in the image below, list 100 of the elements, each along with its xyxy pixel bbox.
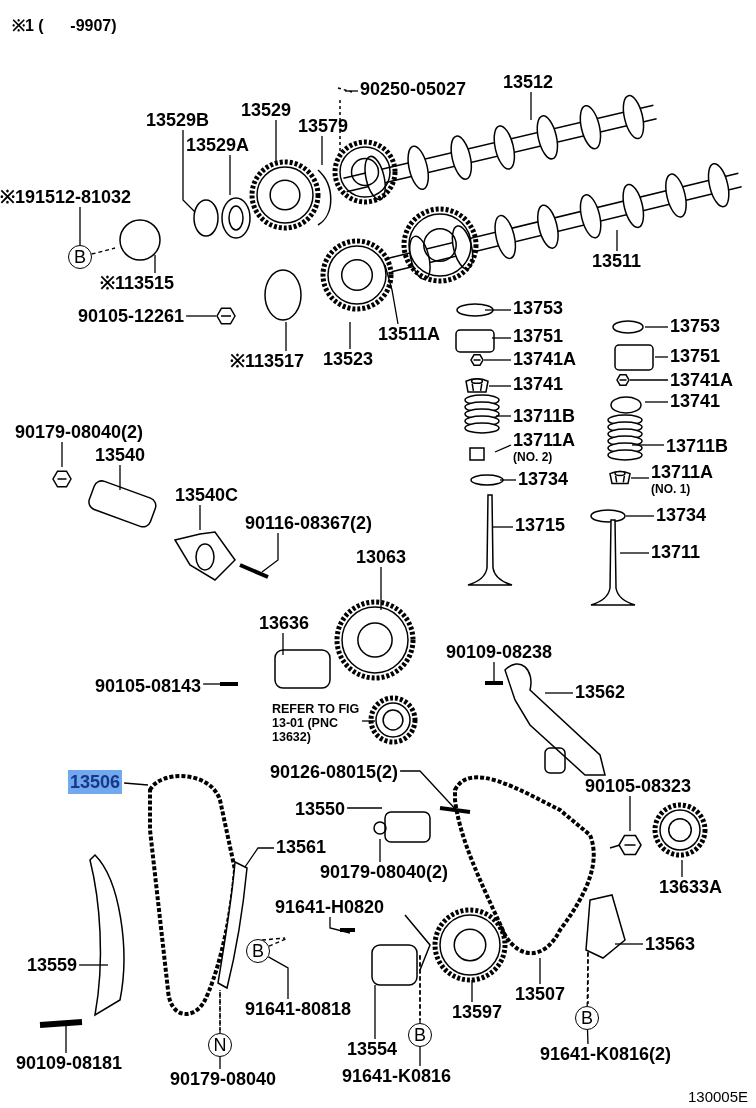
leader-line bbox=[499, 479, 517, 481]
leader-line bbox=[586, 951, 589, 1007]
leader-line bbox=[361, 720, 376, 722]
leader-line bbox=[261, 532, 279, 573]
reference-circle: B bbox=[246, 939, 270, 963]
part-number: 13579 bbox=[298, 117, 349, 135]
leader-line bbox=[78, 964, 109, 966]
leader-line bbox=[90, 247, 116, 255]
part-number: 90116-08367(2) bbox=[245, 514, 373, 532]
leader-line bbox=[616, 229, 618, 252]
part-number: 90105-12261 bbox=[78, 307, 185, 325]
leader-line bbox=[185, 315, 217, 317]
part-number: 13734 bbox=[518, 470, 569, 488]
leader-line bbox=[629, 795, 631, 832]
leader-line bbox=[419, 1046, 421, 1067]
part-number: 13529A bbox=[186, 136, 250, 154]
leader-line bbox=[321, 135, 323, 166]
figure-code: 130005E bbox=[688, 1088, 749, 1105]
part-number: 13715 bbox=[515, 516, 566, 534]
part-number: 13550 bbox=[295, 800, 346, 818]
leader-line bbox=[491, 526, 514, 528]
reference-circle: N bbox=[208, 1033, 232, 1057]
leader-line bbox=[349, 321, 351, 350]
leader-line bbox=[199, 504, 201, 531]
leader-line bbox=[374, 984, 376, 1040]
leader-line bbox=[419, 954, 421, 1024]
part-number: 13597 bbox=[452, 1003, 503, 1021]
part-note: (NO. 2) bbox=[513, 451, 554, 463]
leader-line bbox=[384, 264, 399, 325]
leader-line bbox=[495, 415, 512, 417]
part-number: 13741A bbox=[670, 371, 734, 389]
part-number: 13563 bbox=[645, 935, 696, 953]
leader-line bbox=[644, 401, 669, 403]
part-note: (NO. 1) bbox=[651, 483, 692, 495]
nut-drawing bbox=[616, 373, 630, 387]
leader-line bbox=[79, 206, 81, 246]
part-number: 13554 bbox=[347, 1040, 398, 1058]
leader-line bbox=[154, 254, 156, 274]
part-number: 13751 bbox=[513, 327, 564, 345]
part-number: 90105-08323 bbox=[585, 777, 692, 795]
leader-line bbox=[619, 552, 650, 554]
note-text: ※1 ( -9907) bbox=[12, 16, 117, 36]
part-number: 13063 bbox=[356, 548, 407, 566]
nut-drawing bbox=[216, 306, 236, 326]
leader-line bbox=[681, 859, 683, 878]
part-number: 13734 bbox=[656, 506, 707, 524]
leader-line bbox=[344, 90, 359, 92]
part-number: 13633A bbox=[659, 878, 723, 896]
leader-line bbox=[625, 515, 655, 517]
part-number: 13561 bbox=[276, 838, 327, 856]
part-number: 13540C bbox=[175, 486, 239, 504]
part-number: 91641-K0816(2) bbox=[540, 1045, 672, 1063]
part-number: ※113517 bbox=[230, 352, 305, 370]
leader-line bbox=[267, 956, 289, 1000]
part-number: 13512 bbox=[503, 73, 554, 91]
leader-line bbox=[471, 979, 473, 1003]
leader-line bbox=[614, 943, 644, 945]
part-number: 13741 bbox=[513, 375, 564, 393]
reference-circle: B bbox=[68, 245, 92, 269]
highlighted-part-number: 13506 bbox=[68, 770, 123, 794]
leader-line bbox=[244, 847, 275, 868]
part-number: 13751 bbox=[670, 347, 721, 365]
leader-line bbox=[285, 321, 287, 352]
part-number: 13562 bbox=[575, 683, 626, 701]
part-number: 90179-08040(2) bbox=[15, 423, 144, 441]
leader-line bbox=[229, 154, 231, 196]
part-number: 13711B bbox=[666, 437, 729, 455]
leader-line bbox=[268, 937, 289, 947]
part-number: 13711 bbox=[651, 543, 701, 561]
leader-line bbox=[493, 661, 495, 686]
leader-line bbox=[530, 91, 532, 121]
leader-line bbox=[630, 477, 650, 479]
reference-circle: B bbox=[408, 1023, 432, 1047]
part-number: 90179-08040 bbox=[170, 1070, 277, 1088]
part-number: 90109-08181 bbox=[16, 1054, 123, 1072]
leader-line bbox=[202, 683, 223, 685]
leader-line bbox=[483, 359, 512, 361]
part-number: 13753 bbox=[513, 299, 564, 317]
part-number: 13507 bbox=[515, 985, 566, 1003]
leader-line bbox=[61, 441, 63, 468]
part-number: 13636 bbox=[259, 614, 310, 632]
part-number: 13529B bbox=[146, 111, 210, 129]
part-number: ※191512-81032 bbox=[0, 188, 132, 206]
part-number: 13529 bbox=[241, 101, 292, 119]
leader-line bbox=[219, 989, 221, 1034]
leader-line bbox=[491, 337, 512, 339]
leader-line bbox=[379, 838, 381, 863]
leader-line bbox=[494, 444, 512, 453]
leader-line bbox=[539, 957, 541, 985]
leader-line bbox=[282, 632, 284, 656]
part-number: 13741 bbox=[670, 392, 721, 410]
part-number: 13753 bbox=[670, 317, 721, 335]
reference-circle: B bbox=[575, 1006, 599, 1030]
leader-line bbox=[544, 692, 574, 694]
part-number: 13741A bbox=[513, 350, 577, 368]
leader-line bbox=[654, 356, 669, 358]
part-number: 13711B bbox=[513, 407, 576, 425]
leader-line bbox=[380, 566, 382, 611]
leader-line bbox=[275, 119, 277, 164]
leader-line bbox=[65, 1024, 67, 1054]
